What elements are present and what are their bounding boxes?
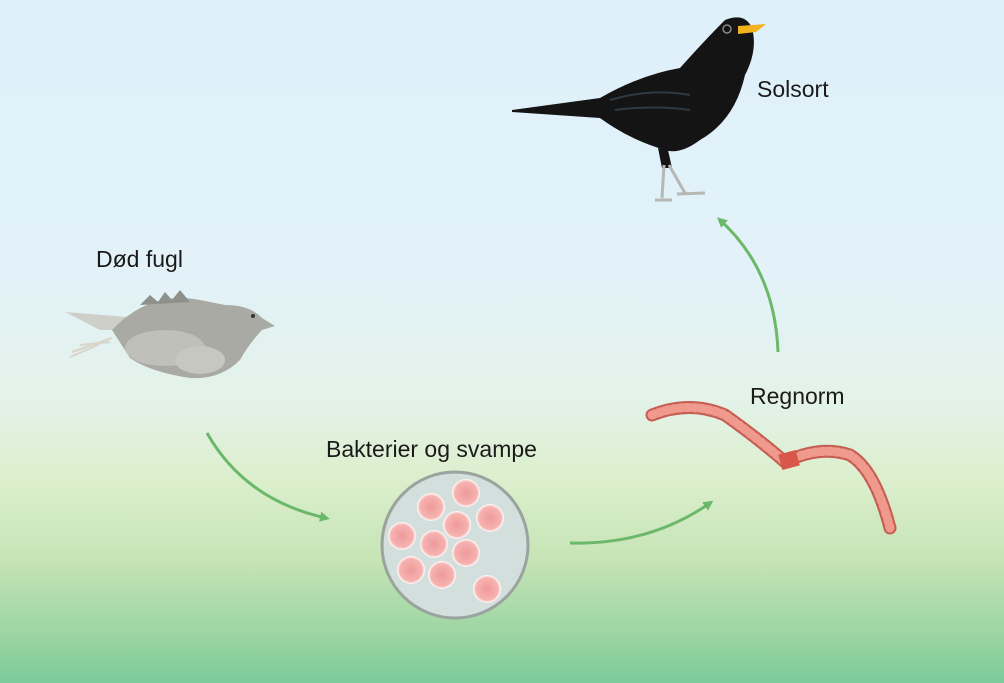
label-dead-bird: Død fugl bbox=[96, 246, 183, 272]
blackbird-illustration bbox=[512, 17, 766, 202]
cell bbox=[452, 479, 480, 507]
cell bbox=[473, 575, 501, 603]
label-blackbird: Solsort bbox=[757, 76, 829, 102]
arrow-decomposers-to-worm bbox=[569, 500, 714, 545]
arrow-worm-to-blackbird bbox=[717, 217, 780, 353]
label-decomposers: Bakterier og svampe bbox=[326, 436, 537, 462]
cell bbox=[476, 504, 504, 532]
cell bbox=[420, 530, 448, 558]
cell bbox=[428, 561, 456, 589]
cell bbox=[388, 522, 416, 550]
cell bbox=[443, 511, 471, 539]
label-earthworm: Regnorm bbox=[750, 383, 845, 409]
cell bbox=[452, 539, 480, 567]
arrow-bird-to-decomposers bbox=[205, 432, 330, 522]
petri-dish bbox=[380, 470, 530, 620]
dead-bird-illustration bbox=[65, 290, 275, 379]
cell bbox=[397, 556, 425, 584]
earthworm-illustration bbox=[645, 401, 897, 535]
cell bbox=[417, 493, 445, 521]
